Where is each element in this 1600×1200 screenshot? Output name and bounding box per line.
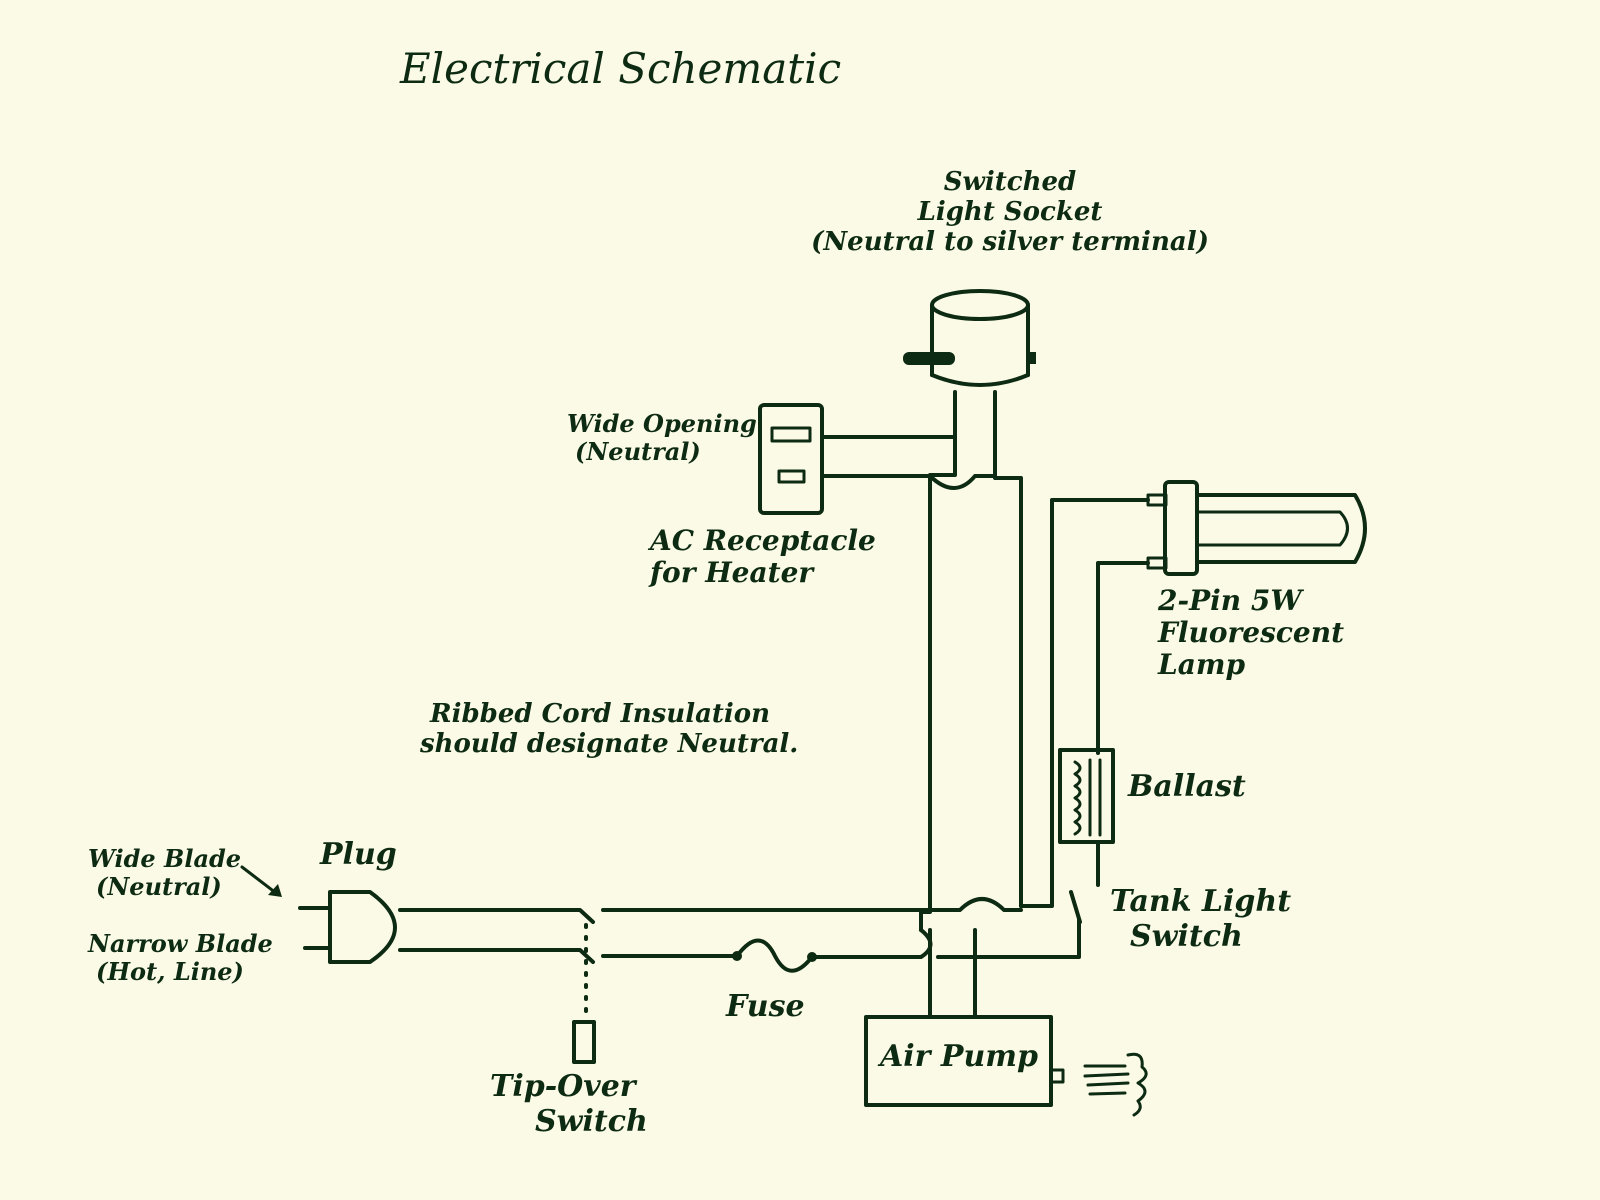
air-pump-label: Air Pump xyxy=(880,1039,1039,1074)
tip-over-switch-label-line: Switch xyxy=(535,1103,648,1139)
tank-light-switch-symbol xyxy=(936,890,1082,959)
fluorescent-lamp-symbol xyxy=(1019,480,1367,908)
fuse-symbol xyxy=(732,938,817,973)
socket-silver-terminal xyxy=(1028,352,1036,364)
tank-light-switch-label: Tank Light Switch xyxy=(1110,884,1292,954)
tip-over-switch-label: Tip-Over Switch xyxy=(490,1069,648,1139)
tip-over-switch-label-line: Tip-Over xyxy=(490,1069,636,1104)
socket-brass-terminal xyxy=(903,352,955,365)
ribbed-cord-note-line: Ribbed Cord Insulation xyxy=(430,699,771,729)
ribbed-cord-note: Ribbed Cord Insulation should designate … xyxy=(420,699,799,760)
receptacle-label: AC Receptacle for Heater xyxy=(650,524,876,590)
wide-blade-label: Wide Blade (Neutral) xyxy=(88,845,241,900)
light-socket-label-line: Switched xyxy=(943,167,1077,197)
cord-wires xyxy=(398,897,1023,964)
light-socket-label-line: Light Socket xyxy=(917,196,1103,227)
light-socket-label-line: (Neutral to silver terminal) xyxy=(811,226,1209,257)
fuse-label: Fuse xyxy=(726,989,805,1024)
wide-opening-label-line: (Neutral) xyxy=(575,436,701,466)
lamp-label-line: Lamp xyxy=(1158,648,1246,682)
ballast-symbol xyxy=(1058,748,1115,887)
ac-receptacle-symbol xyxy=(758,403,997,515)
light-socket-symbol xyxy=(903,289,1036,387)
tank-light-switch-label-line: Switch xyxy=(1130,918,1243,954)
lamp-label-line: 2-Pin 5W xyxy=(1158,584,1302,617)
wide-blade-label-line: Wide Blade xyxy=(88,844,242,873)
plug-symbol xyxy=(298,890,397,964)
wide-blade-label-line: (Neutral) xyxy=(96,871,222,901)
narrow-blade-label-line: (Hot, Line) xyxy=(96,956,244,986)
receptacle-label-line: AC Receptacle xyxy=(650,524,876,557)
tank-light-switch-label-line: Tank Light xyxy=(1110,884,1292,919)
socket-wires xyxy=(919,390,1023,1017)
narrow-blade-label-line: Narrow Blade xyxy=(88,929,273,958)
ballast-label: Ballast xyxy=(1128,769,1246,804)
lamp-label: 2-Pin 5W Fluorescent Lamp xyxy=(1158,584,1345,682)
lamp-label-line: Fluorescent xyxy=(1158,616,1345,650)
narrow-blade-label: Narrow Blade (Hot, Line) xyxy=(88,930,273,985)
wide-blade-arrow xyxy=(240,865,282,897)
tip-over-switch-symbol xyxy=(572,923,596,1064)
ribbed-cord-note-line: should designate Neutral. xyxy=(420,728,799,759)
air-pump-symbol xyxy=(864,1015,1148,1117)
light-socket-label: Switched Light Socket (Neutral to silver… xyxy=(805,167,1215,258)
wide-opening-label: Wide Opening (Neutral) xyxy=(567,410,757,465)
page-title: Electrical Schematic xyxy=(400,44,842,93)
plug-label: Plug xyxy=(320,837,397,872)
wide-opening-label-line: Wide Opening xyxy=(567,409,757,438)
receptacle-label-line: for Heater xyxy=(650,556,814,590)
